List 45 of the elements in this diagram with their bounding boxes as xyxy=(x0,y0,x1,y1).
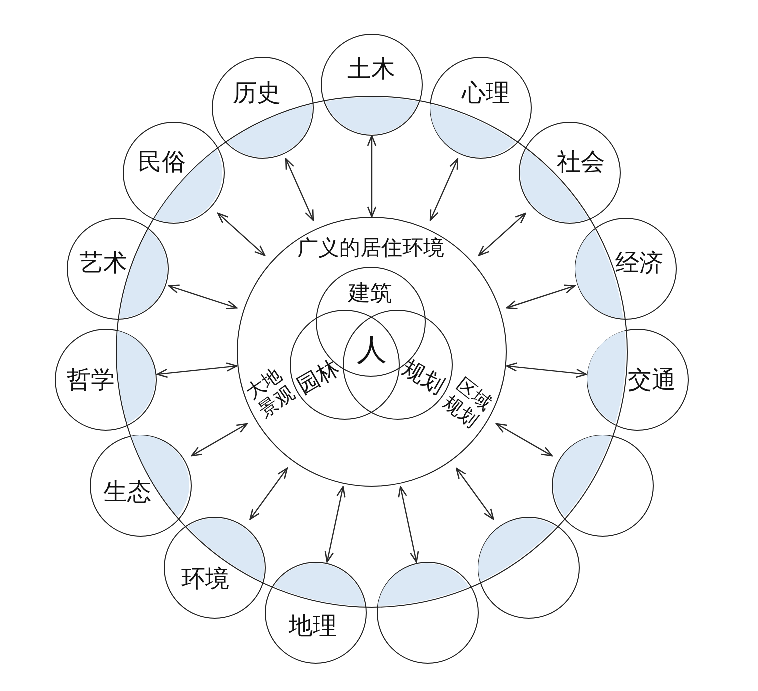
double-arrow xyxy=(506,362,588,378)
circle-title: 广义的居住环境 xyxy=(298,236,444,260)
topic-circle xyxy=(586,328,689,431)
topic-label: 艺术 xyxy=(79,250,128,278)
topic-label: 交通 xyxy=(628,367,676,395)
double-arrow xyxy=(324,486,346,563)
double-arrow xyxy=(430,158,459,222)
double-arrow xyxy=(156,362,238,378)
topic-circle xyxy=(90,434,192,536)
inner-circle xyxy=(236,216,506,486)
venn-label: 建筑 xyxy=(348,280,392,306)
topic-label: 民俗 xyxy=(138,148,186,177)
double-arrow xyxy=(250,468,288,520)
double-arrow xyxy=(478,212,526,256)
topic-circle xyxy=(321,34,423,136)
topic-label: 地理 xyxy=(288,614,337,642)
topic-circle xyxy=(164,517,266,619)
topic-label: 土木 xyxy=(348,56,396,84)
topic-label: 哲学 xyxy=(67,367,116,395)
center-label: 人 xyxy=(357,334,387,368)
topic-circle xyxy=(67,218,170,320)
topic-label: 历史 xyxy=(232,80,281,108)
double-arrow xyxy=(496,423,553,457)
double-arrow xyxy=(398,486,420,563)
venn-label: 规划 xyxy=(397,356,448,400)
topic-label: 生态 xyxy=(103,478,152,506)
topic-circle xyxy=(212,57,314,160)
double-arrow xyxy=(285,158,314,222)
topic-label: 社会 xyxy=(557,148,606,177)
double-arrow xyxy=(218,212,266,256)
topic-label: 心理 xyxy=(462,80,510,108)
topic-circle xyxy=(552,434,654,536)
topic-circle xyxy=(55,328,158,431)
double-arrow xyxy=(506,284,576,310)
topic-circle xyxy=(430,57,532,160)
topic-label: 环境 xyxy=(182,566,230,594)
topic-circle xyxy=(478,517,580,619)
topic-label: 经济 xyxy=(616,250,664,278)
double-arrow xyxy=(367,135,377,218)
double-arrow xyxy=(191,423,248,457)
double-arrow xyxy=(168,284,238,310)
topic-circle xyxy=(574,218,677,320)
topic-circle xyxy=(265,562,368,664)
double-arrow xyxy=(456,468,494,520)
topic-circle xyxy=(376,562,478,664)
